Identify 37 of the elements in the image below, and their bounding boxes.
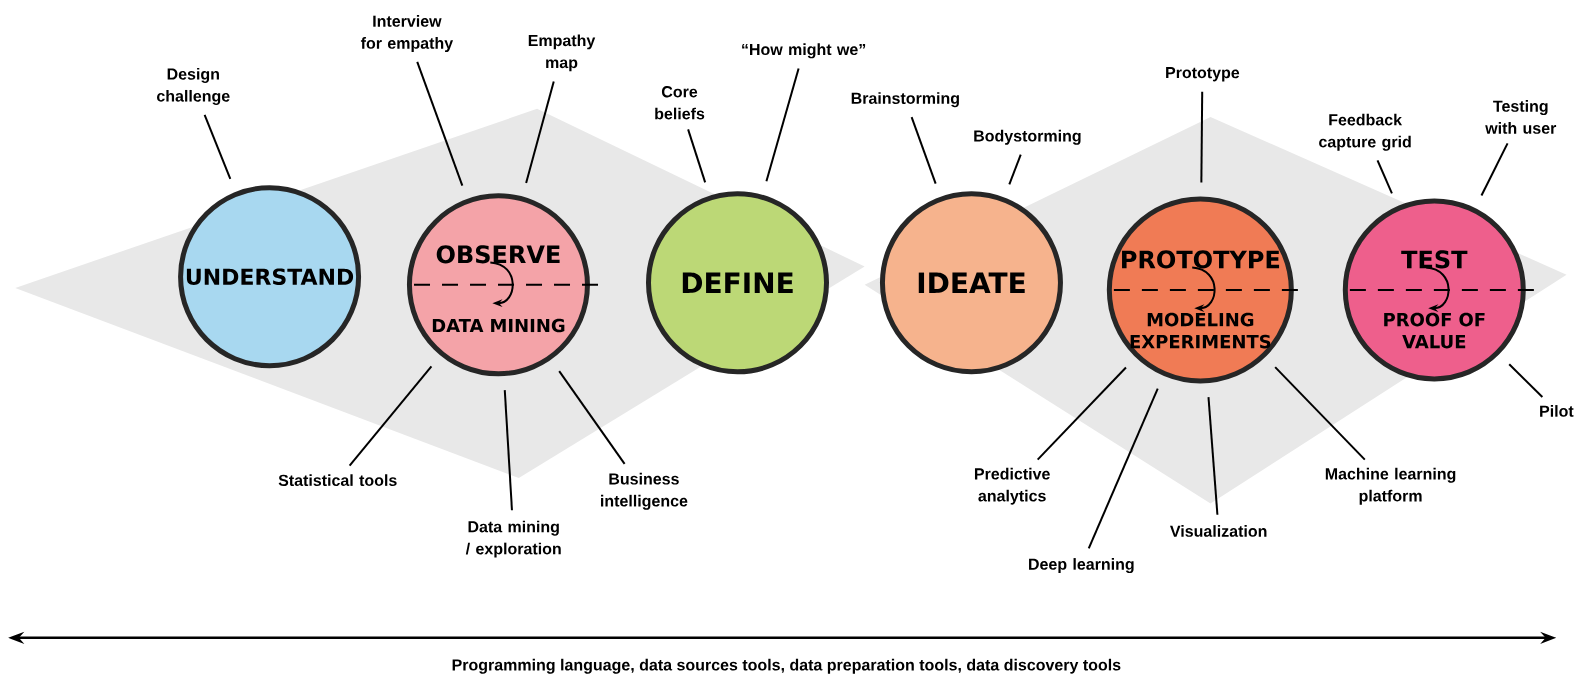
tool-label: Interview for empathy xyxy=(360,14,454,52)
tool-label: Testing with user xyxy=(1485,99,1557,134)
leader-line xyxy=(765,67,800,183)
tool-label: Design challenge xyxy=(157,67,230,105)
leader-line xyxy=(348,365,433,467)
leader-line xyxy=(1087,387,1159,550)
leader-line xyxy=(525,80,555,184)
tool-label: Empathy map xyxy=(528,34,596,72)
tool-label: Pilot xyxy=(1540,404,1574,417)
tool-label: Data mining / exploration xyxy=(465,520,561,558)
leader-line xyxy=(1200,90,1204,184)
tool-label: Brainstorming xyxy=(851,91,959,107)
tool-label: Machine learning platform xyxy=(1325,467,1456,505)
leader-line xyxy=(1376,159,1393,195)
tool-label: Statistical tools xyxy=(278,474,397,486)
leader-line xyxy=(1480,142,1509,197)
leader-line xyxy=(1008,153,1022,186)
leader-line xyxy=(910,115,937,185)
axis-caption: Programming language, data sources tools, data preparation tools, data discovery tools xyxy=(452,658,1121,674)
leader-line xyxy=(1036,366,1127,461)
tool-label: Business intelligence xyxy=(601,472,688,510)
tool-label: Visualization xyxy=(1170,524,1267,537)
tool-label: Prototype xyxy=(1166,66,1240,82)
leader-line xyxy=(416,60,464,187)
leader-line xyxy=(1274,365,1366,461)
leader-line xyxy=(203,113,232,180)
tool-label: Feedback capture grid xyxy=(1319,113,1411,151)
leader-line xyxy=(558,369,626,465)
leader-line xyxy=(1207,395,1219,516)
leader-line xyxy=(687,128,707,184)
tool-label: Predictive analytics xyxy=(975,467,1050,505)
tool-label: Core beliefs xyxy=(655,85,705,120)
tool-label: “How might we” xyxy=(742,43,866,59)
leader-line xyxy=(503,388,513,512)
tool-label: Bodystorming xyxy=(974,129,1081,145)
leader-line xyxy=(1508,363,1544,398)
tool-label: Deep learning xyxy=(1029,557,1134,573)
